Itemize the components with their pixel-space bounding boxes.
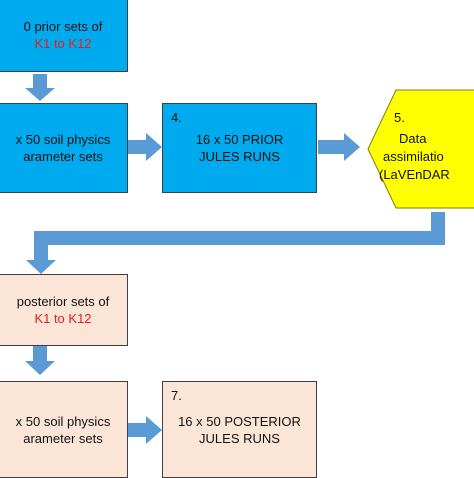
prior-params-line1: x 50 soil physics	[15, 132, 111, 147]
prior-params-box: x 50 soil physics arameter sets	[0, 103, 128, 193]
arrow-elbow	[26, 212, 445, 274]
arrow-right-3	[128, 416, 162, 444]
posterior-runs-line2: JULES RUNS	[199, 430, 280, 446]
posterior-runs-number: 7.	[171, 388, 182, 403]
prior-runs-box: 4. 16 x 50 PRIOR JULES RUNS	[162, 103, 317, 193]
arrow-right-1	[128, 133, 162, 161]
posterior-sets-line1: posterior sets of	[16, 294, 110, 309]
data-assim-number: 5.	[394, 110, 405, 125]
posterior-runs-box: 7. 16 x 50 POSTERIOR JULES RUNS	[162, 381, 317, 478]
data-assim-line3: (LaVEnDAR	[379, 167, 450, 182]
posterior-sets-line2: K1 to K12	[34, 311, 92, 326]
posterior-params-line1: x 50 soil physics	[15, 413, 111, 429]
posterior-params-box: x 50 soil physics arameter sets	[0, 381, 128, 478]
prior-params-line2: arameter sets	[23, 149, 103, 164]
prior-runs-number: 4.	[171, 110, 182, 125]
prior-runs-line2: JULES RUNS	[199, 149, 280, 164]
data-assim-line2: assimilatio	[383, 149, 444, 164]
prior-sets-line1: 0 prior sets of	[23, 19, 103, 34]
prior-sets-box: 0 prior sets of K1 to K12	[0, 0, 128, 72]
prior-sets-line2: K1 to K12	[34, 36, 92, 51]
arrow-down-1	[25, 74, 55, 101]
arrow-down-2	[25, 346, 55, 375]
posterior-runs-line1: 16 x 50 POSTERIOR	[178, 413, 301, 429]
data-assim-line1: Data	[399, 131, 427, 146]
prior-runs-line1: 16 x 50 PRIOR	[195, 132, 284, 147]
posterior-params-line2: arameter sets	[23, 430, 103, 446]
arrow-right-2	[318, 133, 360, 161]
posterior-sets-box: posterior sets of K1 to K12	[0, 274, 128, 346]
